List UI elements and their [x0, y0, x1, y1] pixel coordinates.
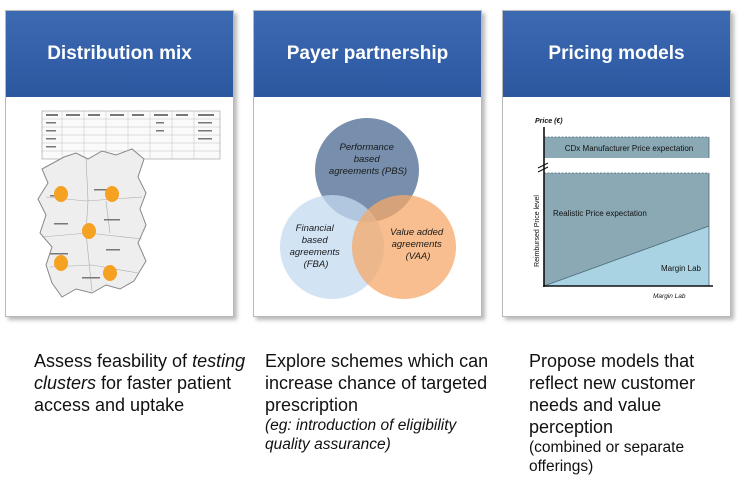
germany-map-illustration: [37, 110, 221, 298]
caption-emphasis: testing clusters: [34, 351, 246, 393]
pricing-models-body: Price (€) Reimbursed Price level Margin …: [503, 97, 730, 316]
svg-text:Financial based: Financial based agreements (FBA): [290, 223, 343, 270]
venn-label-fba-2: based: [302, 235, 329, 246]
caption-text: Assess feasbility of: [34, 351, 193, 371]
distribution-mix-card: Distribution mix: [5, 10, 234, 317]
manufacturer-price-label: CDx Manufacturer Price expectation: [565, 144, 694, 153]
realistic-price-band: [544, 173, 709, 286]
caption-note: (eg: introduction of eligibility quality…: [265, 417, 457, 453]
venn-label-vaa-2: agreements: [392, 239, 442, 250]
pricing-chart: Price (€) Reimbursed Price level Margin …: [534, 118, 713, 300]
cluster-marker: [82, 223, 96, 239]
axis-break-icon: [537, 162, 549, 173]
venn-diagram: Performance based agreements (PBS) Finan…: [280, 118, 456, 299]
venn-label-fba-4: (FBA): [304, 259, 329, 270]
cluster-marker: [54, 186, 68, 202]
svg-text:Value added agreements: Value added agreements (VAA): [390, 227, 446, 262]
payer-partnership-card: Payer partnership Performance based agre…: [253, 10, 482, 317]
y-axis-side-label: Reimbursed Price level: [534, 195, 541, 267]
pricing-models-title: Pricing models: [548, 43, 685, 64]
pricing-models-caption: Propose models that reflect new customer…: [529, 350, 739, 476]
pricing-models-card: Pricing models Price (€) Reimbursed Pric…: [502, 10, 731, 317]
distribution-mix-body: [6, 97, 233, 316]
margin-lab-label: Margin Lab: [661, 264, 702, 273]
cluster-marker: [105, 186, 119, 202]
venn-circle-vaa: [352, 195, 456, 299]
caption-note: (combined or separate offerings): [529, 439, 685, 475]
venn-label-pbs-2: based: [354, 154, 381, 165]
venn-label-vaa-1: Value added: [390, 227, 444, 238]
caption-text: for faster patient access and uptake: [34, 373, 232, 415]
venn-label-vaa-3: (VAA): [406, 251, 431, 262]
distribution-mix-header: Distribution mix: [6, 11, 233, 97]
caption-text: Propose models that reflect new customer…: [529, 351, 696, 437]
distribution-mix-caption: Assess feasbility of testing clusters fo…: [34, 350, 249, 416]
venn-label-pbs-3: agreements (PBS): [329, 166, 407, 177]
pricing-models-header: Pricing models: [503, 11, 730, 97]
venn-label-fba-1: Financial: [296, 223, 335, 234]
venn-label-fba-3: agreements: [290, 247, 340, 258]
svg-text:Performance based: Performance based agreements (PBS): [329, 142, 407, 177]
manufacturer-price-band: [544, 137, 709, 158]
y-axis-label: Price (€): [535, 118, 563, 125]
payer-partnership-header: Payer partnership: [254, 11, 481, 97]
venn-circle-fba: [280, 195, 384, 299]
payer-partnership-caption: Explore schemes which can increase chanc…: [265, 350, 495, 454]
testing-cluster-markers: [54, 186, 119, 281]
distribution-mix-title: Distribution mix: [47, 43, 192, 64]
x-axis-label: Margin Lab: [653, 293, 686, 300]
realistic-price-label: Realistic Price expectation: [553, 209, 647, 218]
venn-label-pbs-1: Performance: [339, 142, 393, 153]
caption-text: Explore schemes which can increase chanc…: [265, 351, 489, 415]
cluster-marker: [54, 255, 68, 271]
cluster-marker: [103, 265, 117, 281]
payer-partnership-title: Payer partnership: [286, 43, 449, 64]
payer-partnership-body: Performance based agreements (PBS) Finan…: [254, 97, 481, 316]
